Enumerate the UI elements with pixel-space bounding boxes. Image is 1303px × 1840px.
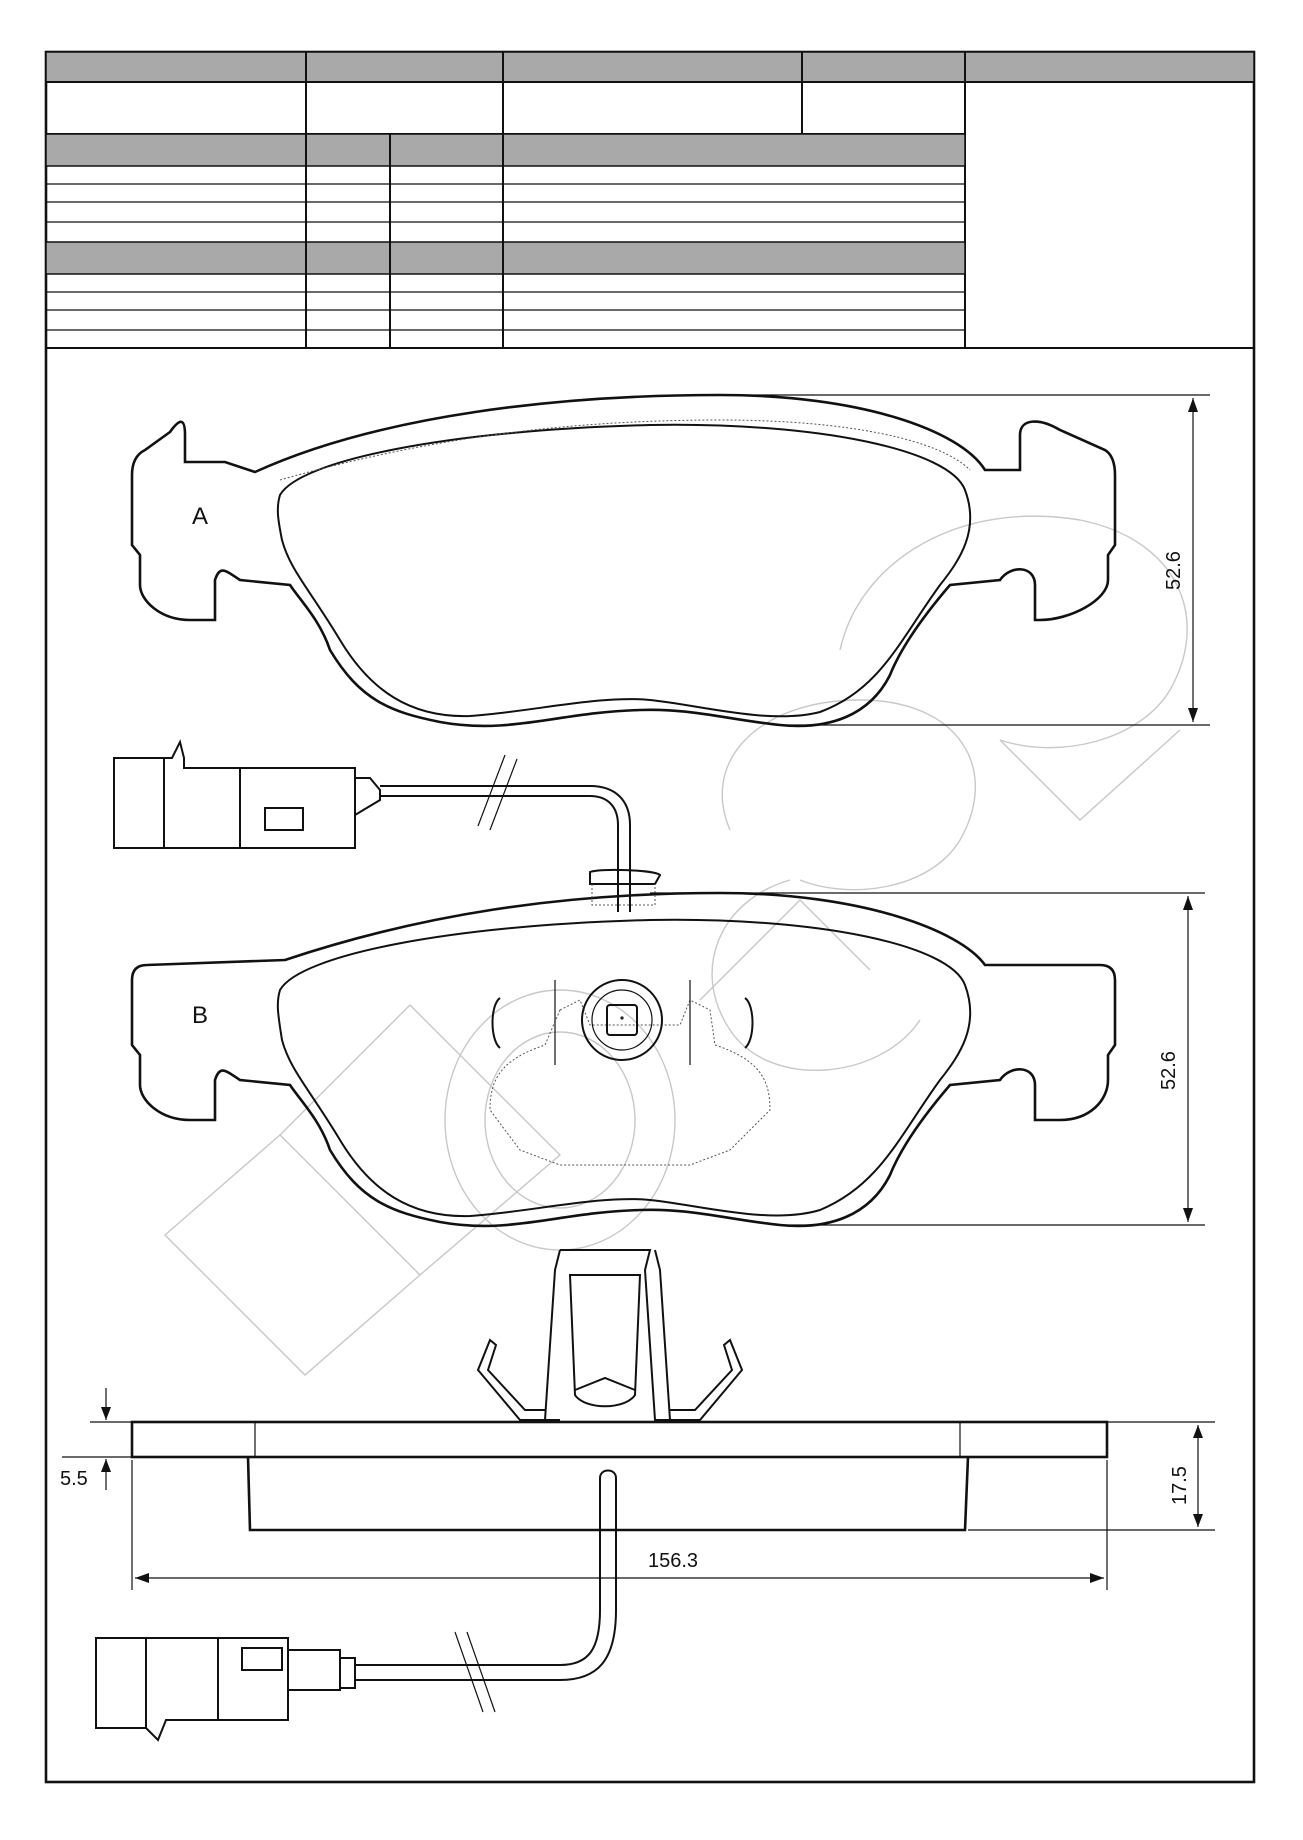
pad-b-label: B	[192, 1002, 208, 1029]
pad-b-height-value: 52.6	[1158, 1051, 1180, 1090]
sheet-border	[44, 50, 1256, 1784]
subheader-row-2	[45, 241, 966, 275]
length-value: 156.3	[648, 1550, 698, 1572]
pad-b-drawing: B	[130, 868, 1117, 1228]
side-view-drawing	[130, 1249, 1109, 1713]
header-row	[45, 51, 1255, 83]
length-dimension: 156.3	[131, 1460, 1108, 1590]
wear-sensor-bottom	[95, 1637, 356, 1742]
wear-sensor-top	[113, 739, 631, 912]
total-thickness-value: 17.5	[1169, 1466, 1191, 1505]
pad-b-height-dimension: 52.6	[650, 892, 1205, 1226]
pad-a-drawing: A	[130, 393, 1117, 728]
backplate-thickness-value: 5.5	[60, 1468, 88, 1490]
pad-a-height-dimension: 52.6	[730, 394, 1210, 726]
subheader-row-1	[45, 133, 966, 167]
pad-a-height-value: 52.6	[1163, 551, 1185, 590]
backplate-thickness-dimension: 5.5	[60, 1388, 132, 1490]
title-block-table	[45, 51, 1255, 349]
pad-a-label: A	[192, 503, 208, 530]
total-thickness-dimension: 17.5	[968, 1421, 1215, 1531]
watermark-logo	[163, 515, 1188, 1376]
